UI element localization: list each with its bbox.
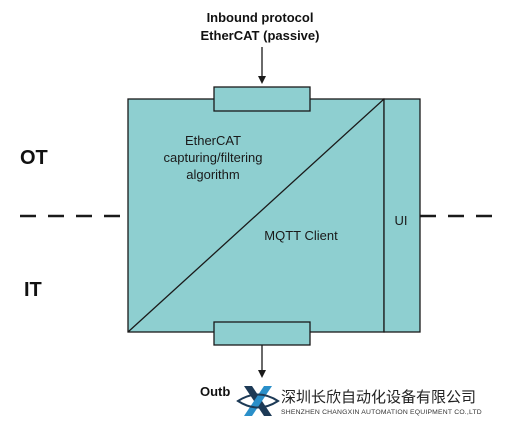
outbound-label: Outb	[200, 384, 230, 399]
outbound-port	[213, 321, 311, 346]
company-name-cn: 深圳长欣自动化设备有限公司	[281, 388, 476, 406]
ui-panel	[383, 98, 421, 333]
inbound-label-line1: Inbound protocol	[207, 10, 314, 25]
capture-label-line1: EtherCAT	[185, 133, 241, 148]
it-label: IT	[24, 279, 42, 301]
capture-label-line3: algorithm	[186, 167, 239, 182]
inbound-port	[213, 86, 311, 112]
ui-label: UI	[395, 213, 408, 228]
diagonal-divider	[127, 98, 385, 333]
ot-label: OT	[20, 147, 48, 169]
mqtt-label: MQTT Client	[264, 228, 338, 243]
company-watermark: 深圳长欣自动化设备有限公司 SHENZHEN CHANGXIN AUTOMATI…	[236, 382, 482, 420]
capture-label-line2: capturing/filtering	[164, 150, 263, 165]
company-name-en: SHENZHEN CHANGXIN AUTOMATION EQUIPMENT C…	[281, 409, 482, 416]
inbound-label-line2: EtherCAT (passive)	[201, 28, 320, 43]
company-logo-icon	[236, 382, 280, 420]
